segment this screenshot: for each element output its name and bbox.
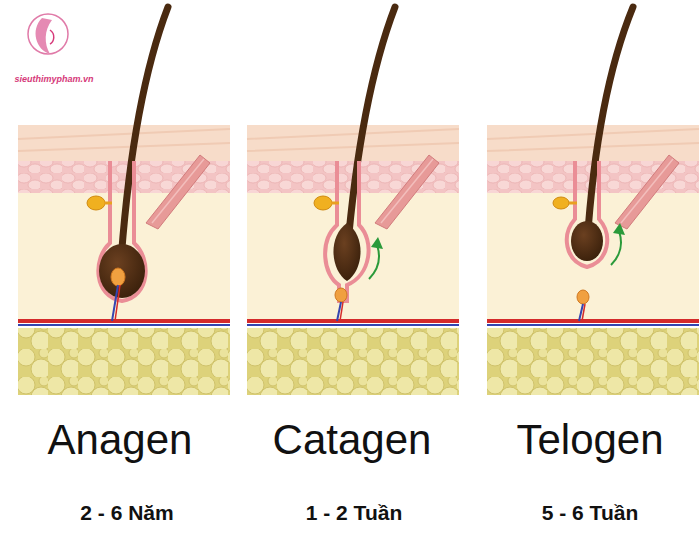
watermark: sieuthimypham.vn bbox=[14, 75, 93, 85]
stage-name: Anagen bbox=[48, 417, 193, 463]
stage-name: Catagen bbox=[273, 417, 432, 463]
stage-name: Telogen bbox=[516, 417, 663, 463]
stage-duration: 2 - 6 Năm bbox=[80, 501, 173, 524]
stage-duration: 1 - 2 Tuần bbox=[306, 501, 402, 524]
logo bbox=[28, 14, 68, 54]
stage-duration: 5 - 6 Tuần bbox=[542, 501, 638, 524]
